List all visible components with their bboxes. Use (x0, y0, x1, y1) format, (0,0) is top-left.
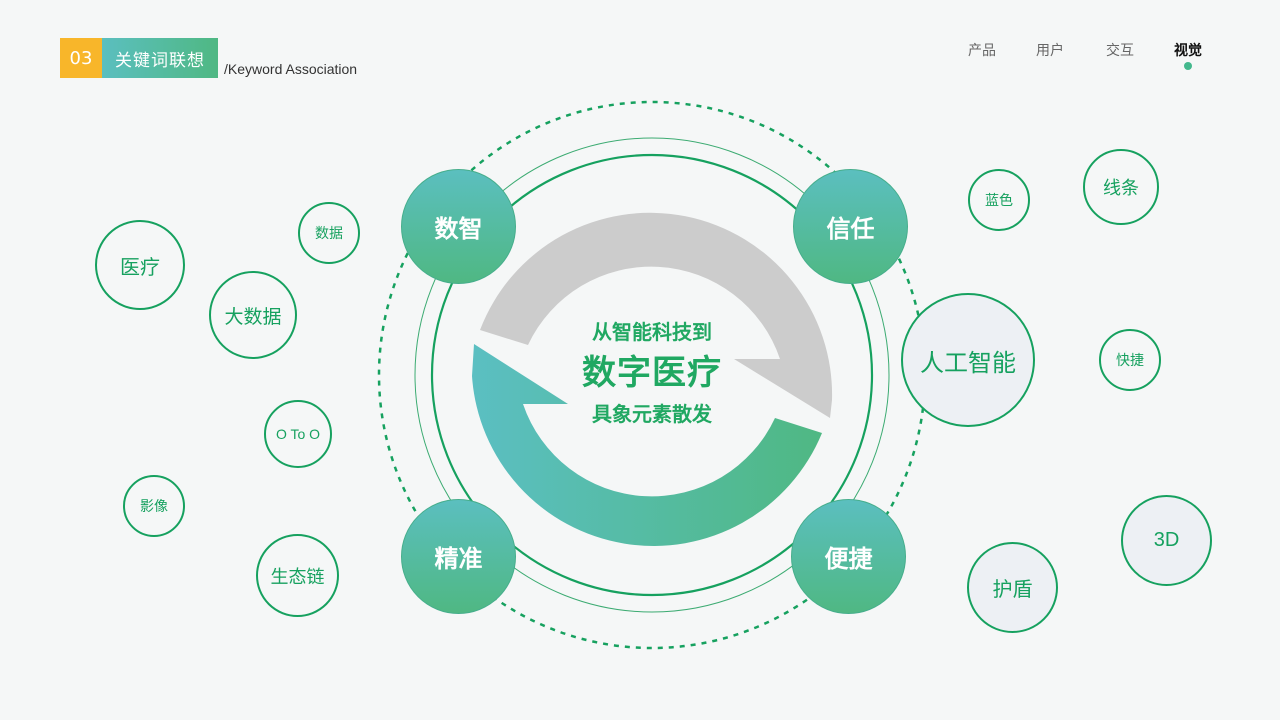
keyword-bubble-imaging: 影像 (123, 475, 185, 537)
section-subtitle: /Keyword Association (224, 61, 358, 77)
nav-item-visual[interactable]: 视觉 (1158, 40, 1218, 70)
keyword-bubble-data: 数据 (298, 202, 360, 264)
section-header: 03 关键词联想 (60, 38, 218, 78)
keyword-bubble-o2o: O To O (264, 400, 332, 468)
node-bianjie: 便捷 (791, 499, 906, 614)
keyword-bubble-big-data: 大数据 (209, 271, 297, 359)
keyword-bubble-shield: 护盾 (967, 542, 1058, 633)
solid-ring (430, 153, 874, 597)
section-title: 关键词联想 (102, 38, 218, 78)
gray-cycle-arrow (480, 212, 833, 418)
keyword-bubble-lines: 线条 (1083, 149, 1159, 225)
thin-ring (414, 137, 890, 613)
keyword-bubble-ecosystem: 生态链 (256, 534, 339, 617)
keyword-bubble-medical: 医疗 (95, 220, 185, 310)
nav-item-visual-label: 视觉 (1174, 43, 1202, 59)
top-nav: 产品 用户 交互 视觉 (940, 38, 1230, 78)
center-caption: 从智能科技到 数字医疗 具象元素散发 (552, 316, 752, 430)
active-indicator-dot (1184, 62, 1192, 70)
keyword-bubble-fast: 快捷 (1099, 329, 1161, 391)
keyword-bubble-3d: 3D (1121, 495, 1212, 586)
nav-item-product[interactable]: 产品 (968, 43, 996, 59)
center-caption-line3: 具象元素散发 (592, 402, 712, 426)
node-shuzhi: 数智 (401, 169, 516, 284)
node-xinren: 信任 (793, 169, 908, 284)
node-jingzhun: 精准 (401, 499, 516, 614)
nav-item-user[interactable]: 用户 (1036, 43, 1064, 59)
section-number: 03 (60, 38, 102, 78)
center-caption-title: 数字医疗 (582, 353, 722, 393)
nav-item-interaction[interactable]: 交互 (1106, 43, 1134, 59)
keyword-bubble-blue: 蓝色 (968, 169, 1030, 231)
center-caption-line1: 从智能科技到 (592, 320, 712, 344)
teal-cycle-arrow (472, 344, 822, 546)
keyword-bubble-ai: 人工智能 (901, 293, 1035, 427)
